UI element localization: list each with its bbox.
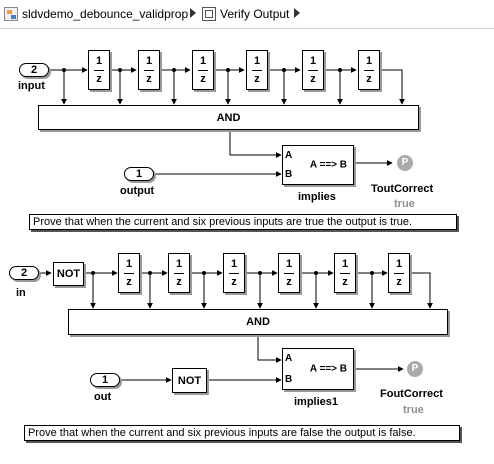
unit-delay-numerator: 1	[125, 258, 133, 270]
implies-port-b: B	[285, 169, 293, 180]
unit-delay-numerator: 1	[341, 258, 349, 270]
chevron-right-icon	[190, 8, 196, 18]
chevron-right-icon	[294, 8, 300, 18]
unit-delay-1[interactable]: 1 z	[88, 50, 110, 90]
implies-block[interactable]: A B A ==> B	[282, 145, 354, 185]
unit-delay-b1[interactable]: 1 z	[118, 253, 140, 293]
implies-port-a: A	[285, 353, 293, 364]
implies-expression: A ==> B	[309, 159, 347, 171]
breadcrumb: sldvdemo_debounce_validprop Verify Outpu…	[0, 0, 494, 29]
proof-name-fout: FoutCorrect	[380, 388, 443, 400]
implies-block-name: implies	[298, 191, 336, 203]
crumb-model[interactable]: sldvdemo_debounce_validprop	[4, 4, 188, 24]
and-block[interactable]: AND	[38, 105, 419, 130]
inport-output[interactable]: 1	[124, 167, 154, 181]
unit-delay-b6[interactable]: 1 z	[388, 253, 410, 293]
inport-input-label: input	[18, 80, 45, 92]
not-block-2[interactable]: NOT	[172, 368, 207, 393]
implies-port-a: A	[285, 150, 293, 161]
unit-delay-denominator: z	[126, 276, 132, 288]
unit-delay-denominator: z	[342, 276, 348, 288]
inport-in-label: in	[16, 287, 26, 299]
unit-delay-denominator: z	[286, 276, 292, 288]
annotation-top: Prove that when the current and six prev…	[29, 214, 457, 230]
inport-out[interactable]: 1	[90, 373, 120, 387]
unit-delay-denominator: z	[310, 73, 316, 85]
inport-output-label: output	[120, 185, 155, 197]
inport-in[interactable]: 2	[9, 266, 39, 280]
unit-delay-denominator: z	[176, 276, 182, 288]
unit-delay-5[interactable]: 1 z	[302, 50, 324, 90]
implies-expression: A ==> B	[309, 363, 347, 375]
inport-input[interactable]: 2	[19, 63, 49, 77]
unit-delay-numerator: 1	[175, 258, 183, 270]
unit-delay-b3[interactable]: 1 z	[223, 253, 245, 293]
unit-delay-4[interactable]: 1 z	[246, 50, 268, 90]
unit-delay-b2[interactable]: 1 z	[168, 253, 190, 293]
unit-delay-denominator: z	[366, 73, 372, 85]
unit-delay-numerator: 1	[253, 55, 261, 67]
implies-port-b: B	[285, 374, 293, 385]
unit-delay-numerator: 1	[309, 55, 317, 67]
unit-delay-3[interactable]: 1 z	[192, 50, 214, 90]
and-block-1[interactable]: AND	[68, 309, 448, 335]
unit-delay-numerator: 1	[395, 258, 403, 270]
inport-out-label: out	[94, 391, 112, 403]
crumb-model-label: sldvdemo_debounce_validprop	[22, 7, 189, 21]
unit-delay-b5[interactable]: 1 z	[334, 253, 356, 293]
unit-delay-numerator: 1	[95, 55, 103, 67]
proof-name-tout: ToutCorrect	[371, 183, 434, 195]
unit-delay-2[interactable]: 1 z	[138, 50, 160, 90]
proof-objective-icon[interactable]: P	[407, 361, 423, 377]
model-icon	[4, 7, 18, 21]
implies1-block-name: implies1	[294, 396, 339, 408]
unit-delay-numerator: 1	[145, 55, 153, 67]
unit-delay-denominator: z	[96, 73, 102, 85]
unit-delay-denominator: z	[146, 73, 152, 85]
unit-delay-denominator: z	[231, 276, 237, 288]
unit-delay-6[interactable]: 1 z	[358, 50, 380, 90]
not-block-1[interactable]: NOT	[53, 262, 84, 286]
unit-delay-b4[interactable]: 1 z	[278, 253, 300, 293]
unit-delay-numerator: 1	[230, 258, 238, 270]
subsystem-icon	[202, 7, 216, 21]
crumb-subsystem[interactable]: Verify Output	[202, 4, 289, 24]
proof-objective-icon[interactable]: P	[397, 155, 413, 171]
unit-delay-denominator: z	[254, 73, 260, 85]
unit-delay-numerator: 1	[199, 55, 207, 67]
unit-delay-denominator: z	[396, 276, 402, 288]
unit-delay-numerator: 1	[285, 258, 293, 270]
proof-value-fout: true	[403, 404, 424, 416]
implies1-block[interactable]: A B A ==> B	[282, 348, 354, 390]
proof-value-tout: true	[394, 198, 415, 210]
crumb-subsystem-label: Verify Output	[220, 7, 290, 21]
unit-delay-numerator: 1	[365, 55, 373, 67]
annotation-bottom: Prove that when the current and six prev…	[24, 425, 460, 441]
unit-delay-denominator: z	[200, 73, 206, 85]
